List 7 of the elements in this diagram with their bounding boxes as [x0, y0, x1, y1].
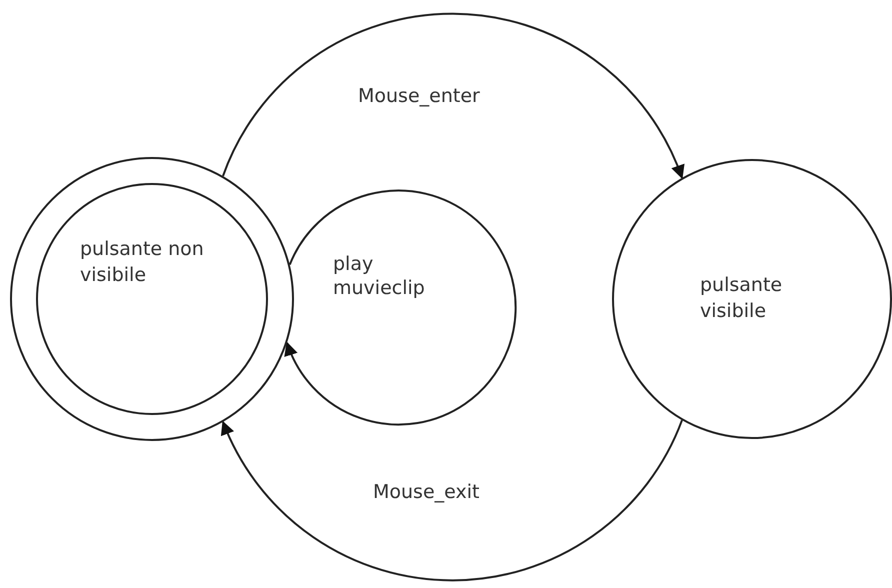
- self-loop-arrow: [285, 190, 516, 426]
- state-label: pulsante visibile: [700, 273, 784, 324]
- state-label: pulsante non visibile: [80, 237, 205, 288]
- circle-state: [612, 159, 892, 439]
- curved-arrow: [222, 420, 683, 581]
- curved-arrow: [222, 12, 684, 180]
- double-circle-state: [10, 157, 294, 441]
